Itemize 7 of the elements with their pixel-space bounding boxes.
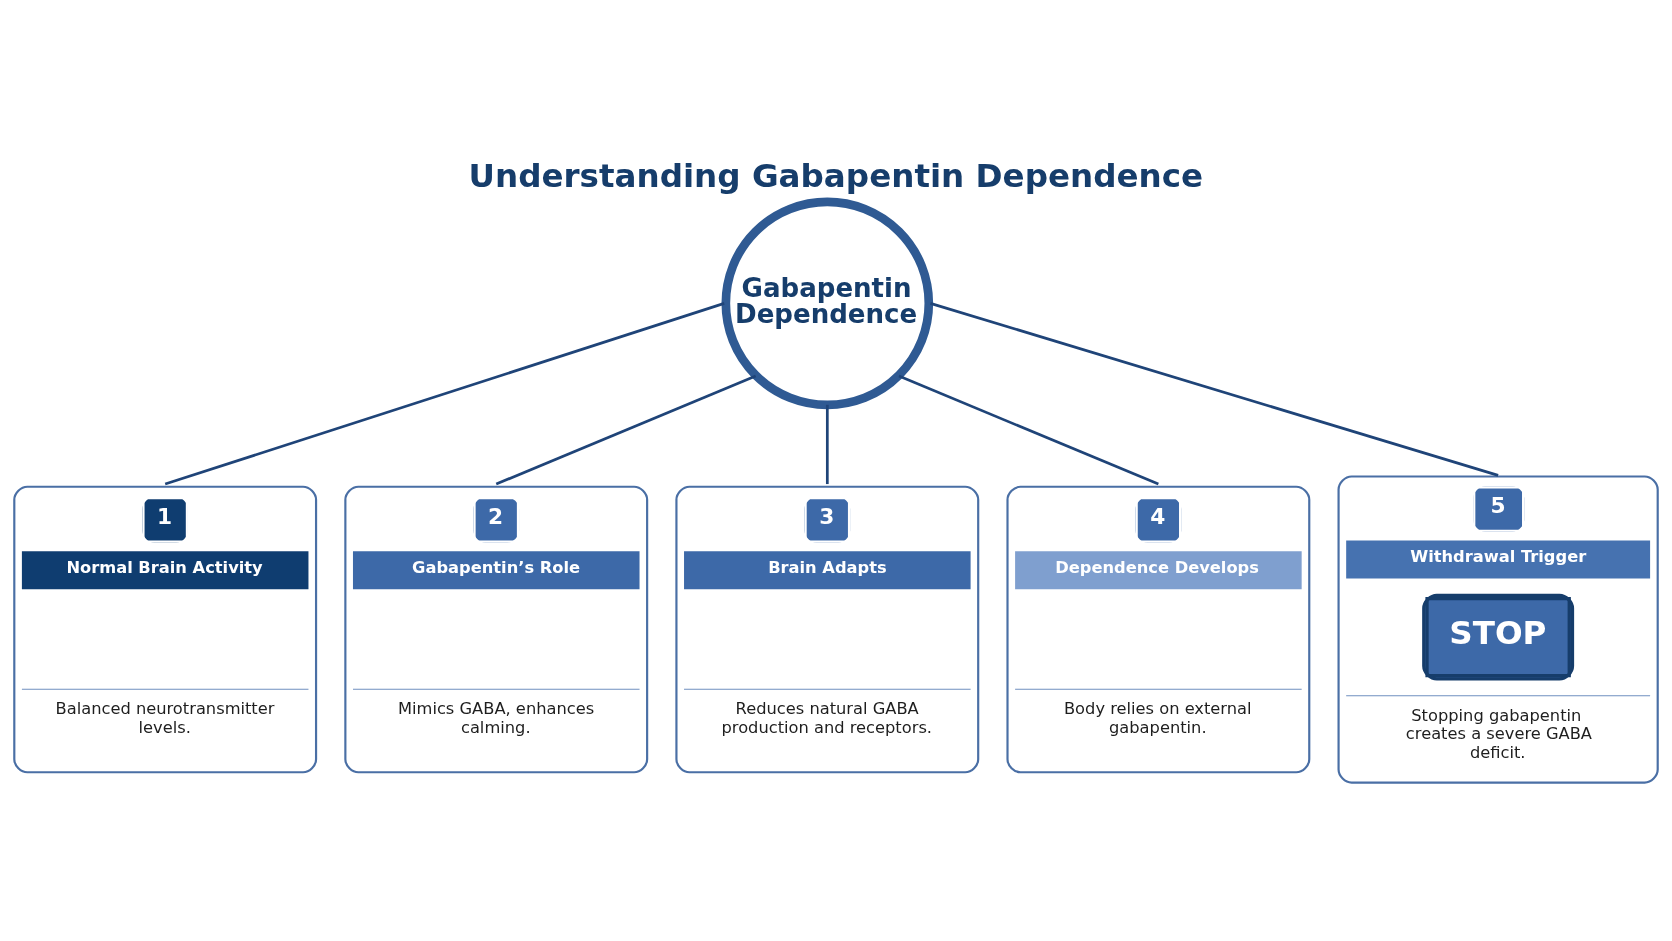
connector bbox=[930, 302, 1499, 477]
node-circle: Gabapentin Dependence bbox=[721, 197, 934, 410]
connector bbox=[898, 374, 1159, 486]
connector bbox=[825, 404, 829, 485]
connector bbox=[495, 374, 757, 486]
connector bbox=[164, 302, 725, 486]
diagram-title: Understanding Gabapentin Dependence bbox=[468, 156, 1204, 195]
